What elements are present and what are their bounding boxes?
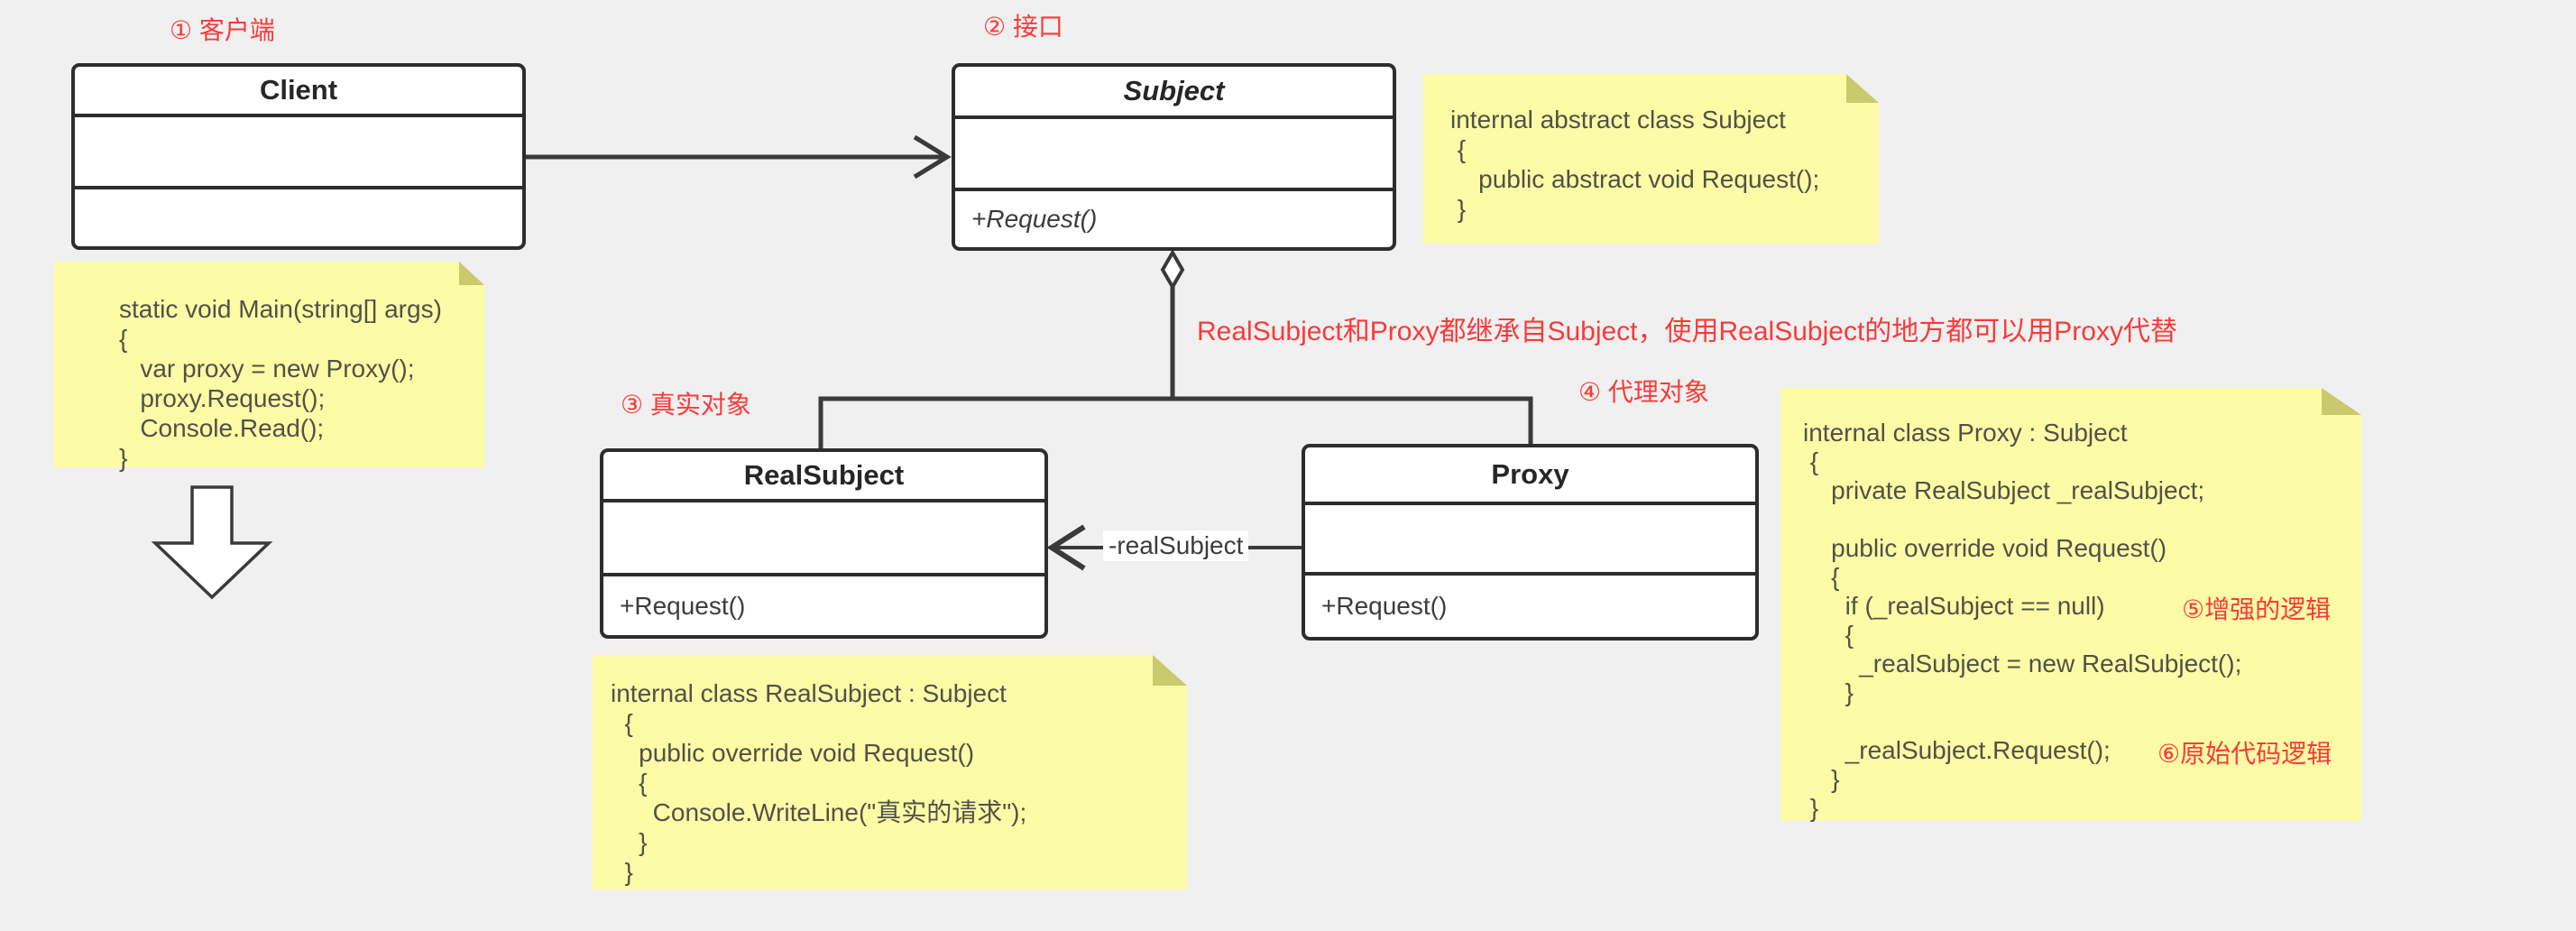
label-interface: ② 接口 (983, 13, 1063, 41)
edge-label-realsubject-field: -realSubject (1103, 530, 1249, 561)
note-proxy-code-text: internal class Proxy : Subject { private… (1803, 419, 2242, 822)
note-real-subject-code-text: internal class RealSubject : Subject { p… (611, 679, 1027, 886)
open-arrowhead-icon (1046, 524, 1086, 571)
class-fields-client (75, 117, 522, 189)
class-box-proxy: Proxy +Request() (1302, 444, 1759, 641)
annotation-enhanced-logic: ⑤增强的逻辑 (2182, 595, 2332, 623)
class-fields-subject (955, 119, 1393, 191)
note-real-subject-code: internal class RealSubject : Subject { p… (593, 655, 1187, 890)
method-request: +Request() (620, 591, 746, 620)
class-name-real-subject: RealSubject (603, 452, 1044, 502)
label-client-side: ① 客户端 (170, 16, 275, 44)
class-methods-subject: +Request() (955, 191, 1393, 247)
open-arrowhead-icon (913, 134, 952, 180)
note-subject-code: internal abstract class Subject { public… (1423, 74, 1879, 244)
class-box-client: Client (71, 63, 526, 250)
method-request: +Request() (971, 205, 1098, 233)
note-client-main-code: static void Main(string[] args) { var pr… (119, 295, 442, 472)
note-subject-code-text: internal abstract class Subject { public… (1450, 106, 1820, 223)
folded-corner-icon (1153, 655, 1187, 686)
note-proxy-code: internal class Proxy : Subject { private… (1780, 388, 2361, 822)
folded-corner-icon (2322, 388, 2361, 415)
label-real-object: ③ 真实对象 (621, 391, 751, 419)
inheritance-annotation: RealSubject和Proxy都继承自Subject，使用RealSubje… (1197, 317, 2177, 346)
method-request: +Request() (1321, 592, 1448, 620)
class-name-client: Client (75, 67, 522, 117)
class-name-subject: Subject (955, 67, 1393, 119)
class-box-subject: Subject +Request() (952, 63, 1396, 251)
aggregation-diamond-icon (1160, 249, 1185, 290)
big-down-arrow-icon (151, 485, 273, 600)
class-methods-real-subject: +Request() (603, 576, 1044, 635)
note-client-main: static void Main(string[] args) { var pr… (54, 262, 484, 472)
class-fields-proxy (1305, 505, 1755, 576)
class-name-proxy: Proxy (1305, 447, 1755, 505)
folded-corner-icon (1846, 74, 1879, 103)
annotation-original-logic: ⑥原始代码逻辑 (2157, 740, 2332, 768)
inheritance-tree-line (818, 287, 1533, 448)
class-box-real-subject: RealSubject +Request() (600, 448, 1048, 639)
folded-corner-icon (459, 262, 484, 285)
class-fields-real-subject (603, 502, 1044, 576)
class-methods-proxy: +Request() (1305, 576, 1755, 637)
label-proxy-object: ④ 代理对象 (1578, 378, 1709, 406)
class-methods-client (75, 189, 522, 246)
